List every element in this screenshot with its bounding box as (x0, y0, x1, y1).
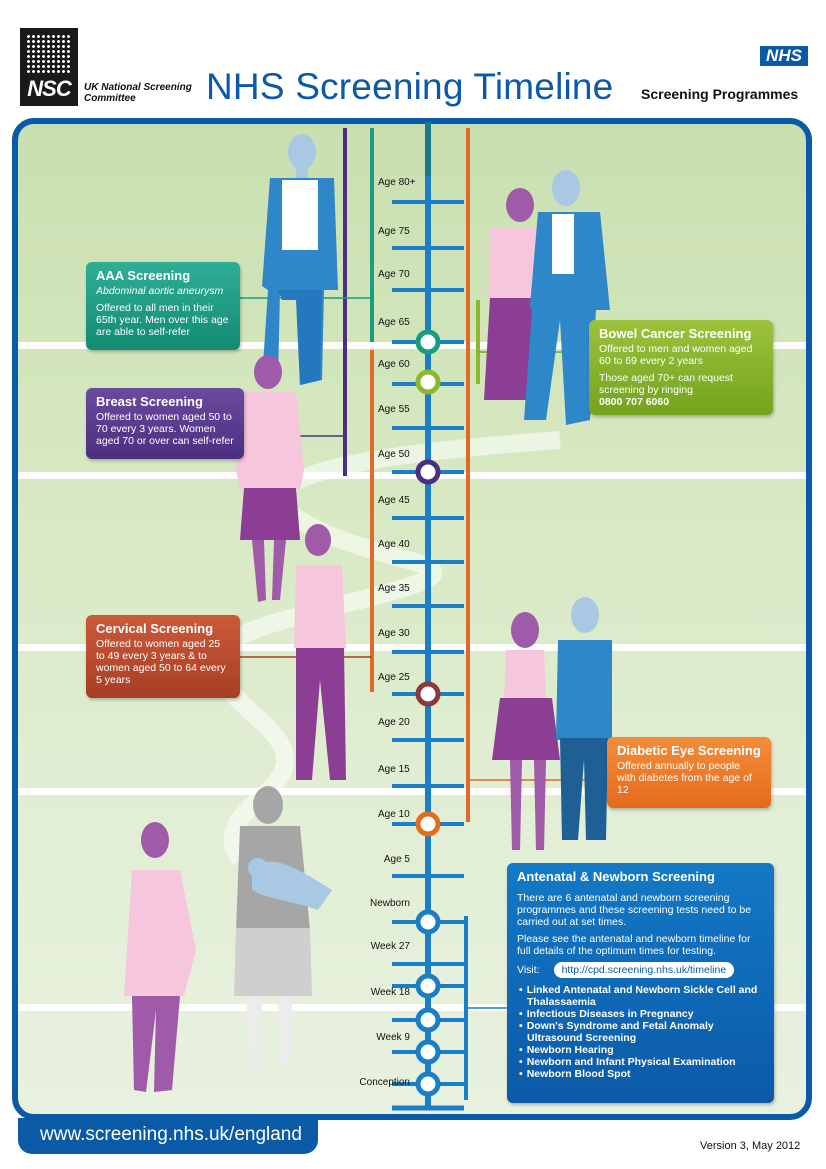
timeline-stop (415, 681, 441, 707)
list-item: Down's Syndrome and Fetal Anomaly Ultras… (517, 1020, 764, 1044)
nsc-logo-text: NSC (27, 76, 71, 101)
version-text: Version 3, May 2012 (700, 1140, 801, 1152)
aaa-title: AAA Screening (96, 268, 191, 283)
antenatal-text-1: There are 6 antenatal and newborn screen… (517, 892, 752, 928)
breast-title: Breast Screening (96, 394, 203, 409)
breast-screening-box: Breast Screening Offered to women aged 5… (86, 388, 244, 459)
timeline-stop (415, 811, 441, 837)
mother-baby-figure (234, 786, 332, 1066)
man-aaa-figure (262, 134, 338, 385)
timeline-label: Age 20 (378, 717, 410, 728)
list-item: Newborn and Infant Physical Examination (517, 1056, 764, 1068)
timeline-label: Age 50 (378, 449, 410, 460)
diabetic-screening-box: Diabetic Eye Screening Offered annually … (607, 737, 771, 808)
timeline-label: Age 5 (383, 854, 410, 865)
cervical-title: Cervical Screening (96, 621, 214, 636)
timeline-label: Newborn (369, 898, 410, 909)
diabetic-title: Diabetic Eye Screening (617, 743, 761, 758)
timeline-ticks (392, 200, 464, 1097)
nhs-logo: NHS (760, 46, 808, 66)
winding-path (205, 431, 561, 865)
timeline-stop (415, 909, 441, 935)
timeline-stop (415, 459, 441, 485)
bowel-text-1: Offered to men and women aged 60 to 69 e… (599, 343, 753, 367)
timeline-label: Age 55 (378, 404, 410, 415)
timeline-label: Age 10 (378, 809, 410, 820)
cervical-screening-box: Cervical Screening Offered to women aged… (86, 615, 240, 698)
elderly-couple-figure (484, 170, 610, 425)
background-road (18, 342, 806, 349)
list-item: Infectious Diseases in Pregnancy (517, 1008, 764, 1020)
bowel-phone: 0800 707 6060 (599, 396, 670, 408)
timeline-stop (415, 1071, 441, 1097)
woman-cervical-figure (294, 524, 346, 780)
timeline-label: Age 60 (378, 359, 410, 370)
aaa-screening-box: AAA Screening Abdominal aortic aneurysm … (86, 262, 240, 350)
timeline-stop (415, 1007, 441, 1033)
timeline-stop (415, 369, 441, 395)
list-item: Newborn Hearing (517, 1044, 764, 1056)
breast-text: Offered to women aged 50 to 70 every 3 y… (96, 411, 234, 447)
antenatal-programme-list: Linked Antenatal and Newborn Sickle Cell… (517, 984, 764, 1080)
young-couple-figure (492, 597, 612, 850)
timeline-label: Age 15 (378, 764, 410, 775)
list-item: Linked Antenatal and Newborn Sickle Cell… (517, 984, 764, 1008)
timeline-label: Age 65 (378, 317, 410, 328)
bowel-screening-box: Bowel Cancer Screening Offered to men an… (589, 320, 773, 415)
background-road (18, 788, 806, 795)
page-title: NHS Screening Timeline (206, 66, 614, 107)
antenatal-title: Antenatal & Newborn Screening (517, 869, 715, 884)
pregnant-woman-figure (124, 822, 196, 1092)
nsc-logo: NSC (20, 28, 78, 106)
timeline-link[interactable]: http://cpd.screening.nhs.uk/timeline (553, 962, 735, 978)
background-road (18, 1004, 806, 1011)
timeline-label: Week 9 (376, 1032, 410, 1043)
footer-url[interactable]: www.screening.nhs.uk/england (40, 1124, 302, 1145)
background-road (18, 644, 806, 651)
cervical-text: Offered to women aged 25 to 49 every 3 y… (96, 638, 226, 686)
timeline-label: Age 40 (378, 539, 410, 550)
timeline-label: Age 25 (378, 672, 410, 683)
timeline-label: Age 35 (378, 583, 410, 594)
timeline-stop (415, 1039, 441, 1065)
nhs-subtitle: Screening Programmes (641, 86, 799, 102)
aaa-subtitle: Abdominal aortic aneurysm (96, 285, 224, 297)
antenatal-screening-box: Antenatal & Newborn Screening There are … (507, 863, 774, 1103)
woman-breast-figure (236, 355, 304, 602)
footer-bar (18, 1118, 318, 1154)
timeline-stop (415, 973, 441, 999)
bowel-text-2: Those aged 70+ can request screening by … (599, 372, 733, 396)
nsc-committee-name: UK National Screening Committee (84, 82, 192, 104)
timeline-label: Conception (359, 1077, 410, 1088)
background-road (18, 472, 806, 479)
list-item: Newborn Blood Spot (517, 1068, 764, 1080)
visit-row: Visit: http://cpd.screening.nhs.uk/timel… (517, 962, 764, 978)
timeline-label: Age 45 (378, 495, 410, 506)
timeline-label: Age 30 (378, 628, 410, 639)
aaa-text: Offered to all men in their 65th year. M… (96, 302, 229, 338)
timeline-label: Age 70 (378, 269, 410, 280)
diabetic-text: Offered annually to people with diabetes… (617, 760, 752, 796)
visit-label: Visit: (517, 964, 540, 976)
timeline-label: Week 18 (370, 987, 410, 998)
antenatal-text-2: Please see the antenatal and newborn tim… (517, 933, 751, 957)
timeline-stop (415, 329, 441, 355)
timeline-label: Age 80+ (378, 177, 416, 188)
bowel-title: Bowel Cancer Screening (599, 326, 752, 341)
timeline-label: Week 27 (370, 941, 410, 952)
nsc-logo-dots (26, 34, 72, 74)
timeline-label: Age 75 (378, 226, 410, 237)
